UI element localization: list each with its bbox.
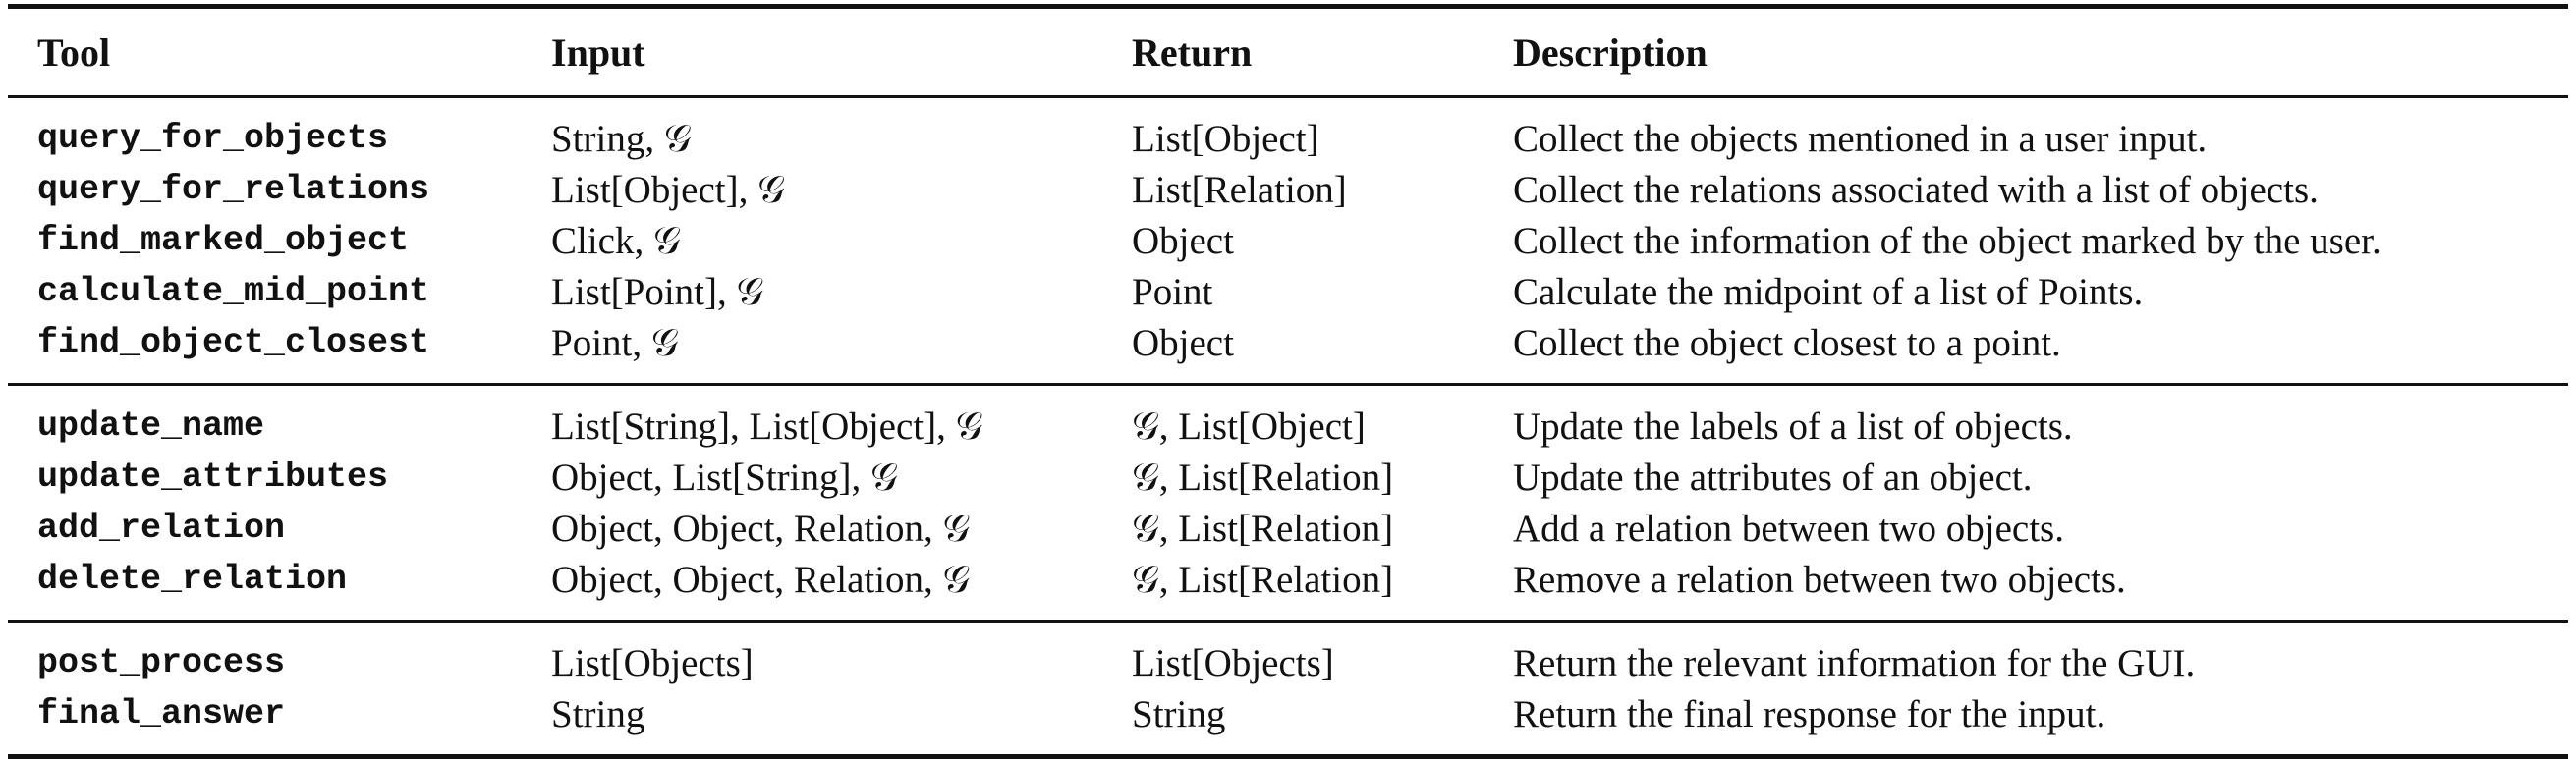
- tool-cell: update_name: [37, 407, 265, 446]
- tool-cell: find_marked_object: [37, 221, 410, 260]
- tool-cell: query_for_objects: [37, 119, 389, 158]
- row-group: update_name List[String], List[Object], 𝒢…: [8, 386, 2568, 620]
- input-cell: List[Object], 𝒢: [551, 168, 785, 211]
- table-row: find_marked_object Click, 𝒢 Object Collect …: [8, 215, 2568, 266]
- table-row: final_answer String String Return the final…: [8, 688, 2568, 739]
- description-cell: Collect the relations associated with a …: [1513, 168, 2319, 211]
- header-row: Tool Input Return Description: [8, 9, 2568, 95]
- return-cell: String: [1132, 692, 1226, 735]
- group-rule: [8, 383, 2568, 386]
- description-cell: Collect the object closest to a point.: [1513, 321, 2061, 364]
- input-cell: String, 𝒢: [551, 117, 692, 160]
- input-cell: List[String], List[Object], 𝒢: [551, 405, 983, 448]
- table-row: update_name List[String], List[Object], 𝒢…: [8, 401, 2568, 452]
- tool-cell: query_for_relations: [37, 170, 430, 209]
- description-cell: Calculate the midpoint of a list of Poin…: [1513, 270, 2144, 313]
- table-body: query_for_objects String, 𝒢 List[Object] Co…: [8, 98, 2568, 754]
- input-cell: List[Point], 𝒢: [551, 270, 764, 313]
- return-cell: 𝒢, List[Relation]: [1132, 507, 1394, 550]
- row-group: query_for_objects String, 𝒢 List[Object] Co…: [8, 98, 2568, 383]
- return-cell: List[Relation]: [1132, 168, 1347, 211]
- return-cell: Object: [1132, 219, 1234, 262]
- table-row: delete_relation Object, Object, Relation,…: [8, 554, 2568, 605]
- table-row: post_process List[Objects] List[Objects] Re…: [8, 637, 2568, 688]
- table-row: query_for_objects String, 𝒢 List[Object] Co…: [8, 113, 2568, 164]
- table-row: update_attributes Object, List[String], 𝒢…: [8, 452, 2568, 503]
- description-cell: Return the final response for the input.: [1513, 692, 2106, 735]
- tool-cell: final_answer: [37, 694, 286, 733]
- tool-cell: calculate_mid_point: [37, 272, 430, 311]
- description-cell: Collect the objects mentioned in a user …: [1513, 117, 2208, 160]
- top-rule: [8, 4, 2568, 9]
- input-cell: String: [551, 692, 645, 735]
- header-rule: [8, 95, 2568, 98]
- return-cell: 𝒢, List[Relation]: [1132, 456, 1394, 499]
- row-group: post_process List[Objects] List[Objects] Re…: [8, 623, 2568, 754]
- table-row: calculate_mid_point List[Point], 𝒢 Point Ca…: [8, 266, 2568, 317]
- return-cell: List[Objects]: [1132, 641, 1334, 684]
- description-cell: Update the attributes of an object.: [1513, 456, 2033, 499]
- description-cell: Collect the information of the object ma…: [1513, 219, 2381, 262]
- return-cell: Object: [1132, 321, 1234, 364]
- return-cell: 𝒢, List[Object]: [1132, 405, 1366, 448]
- input-cell: Point, 𝒢: [551, 321, 679, 364]
- description-cell: Add a relation between two objects.: [1513, 507, 2064, 550]
- description-cell: Remove a relation between two objects.: [1513, 558, 2126, 601]
- table-row: query_for_relations List[Object], 𝒢 List[R…: [8, 164, 2568, 215]
- input-cell: Object, List[String], 𝒢: [551, 456, 898, 499]
- return-cell: Point: [1132, 270, 1213, 313]
- header-return: Return: [1132, 29, 1253, 75]
- input-cell: Object, Object, Relation, 𝒢: [551, 507, 971, 550]
- table-row: find_object_closest Point, 𝒢 Object Collect…: [8, 317, 2568, 368]
- table-row: add_relation Object, Object, Relation, 𝒢 𝒢…: [8, 503, 2568, 554]
- return-cell: 𝒢, List[Relation]: [1132, 558, 1394, 601]
- tool-cell: add_relation: [37, 509, 286, 548]
- return-cell: List[Object]: [1132, 117, 1319, 160]
- input-cell: List[Objects]: [551, 641, 754, 684]
- description-cell: Update the labels of a list of objects.: [1513, 405, 2073, 448]
- input-cell: Object, Object, Relation, 𝒢: [551, 558, 971, 601]
- header-tool: Tool: [37, 29, 111, 75]
- header-description: Description: [1513, 29, 1708, 75]
- header-input: Input: [551, 29, 645, 75]
- input-cell: Click, 𝒢: [551, 219, 681, 262]
- tool-cell: find_object_closest: [37, 323, 430, 362]
- tool-cell: delete_relation: [37, 560, 348, 599]
- group-rule: [8, 620, 2568, 623]
- tool-cell: update_attributes: [37, 458, 389, 497]
- description-cell: Return the relevant information for the …: [1513, 641, 2196, 684]
- tools-table: Tool Input Return Description query_for_…: [8, 4, 2568, 759]
- tool-cell: post_process: [37, 643, 286, 682]
